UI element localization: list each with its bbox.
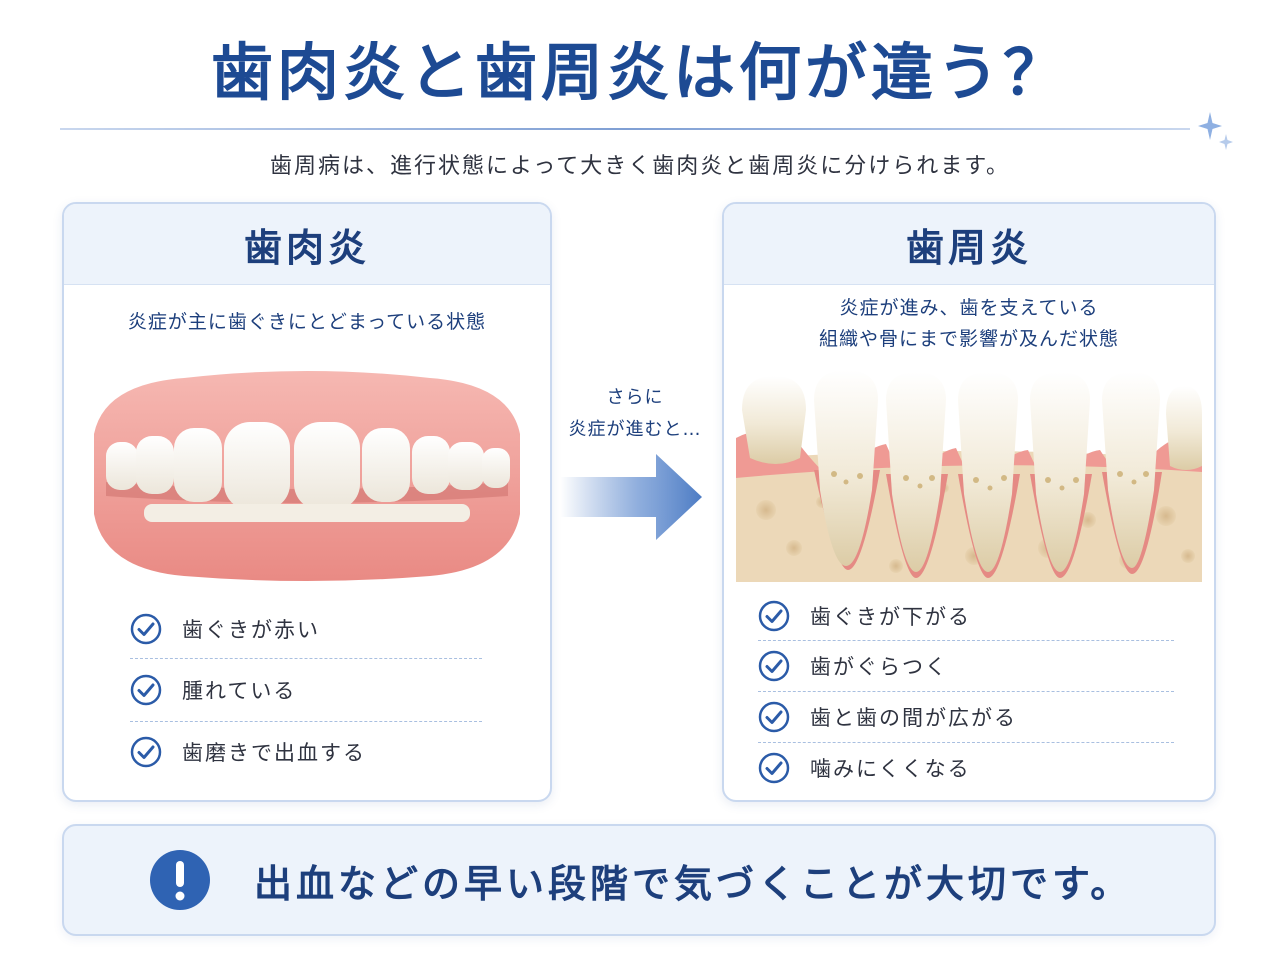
gingivitis-teeth-illustration <box>94 371 520 581</box>
notice-text: 出血などの早い段階で気づくことが大切です。 <box>254 860 1133 906</box>
check-circle-icon <box>130 674 162 706</box>
periodontitis-description: 炎症が進み、歯を支えている 組織や骨にまで影響が及んだ状態 <box>724 293 1214 355</box>
gingivitis-symptom-item: 腫れている <box>130 659 482 722</box>
sparkle-icon <box>1198 112 1233 150</box>
check-circle-icon <box>758 701 790 733</box>
check-circle-icon <box>758 650 790 682</box>
gingivitis-description-line: 炎症が主に歯ぐきにとどまっている状態 <box>127 311 487 333</box>
gingivitis-description: 炎症が主に歯ぐきにとどまっている状態 <box>64 307 550 338</box>
gingivitis-card: 歯肉炎 炎症が主に歯ぐきにとどまっている状態 歯ぐきが赤い <box>62 202 552 802</box>
check-circle-icon <box>130 736 162 768</box>
periodontitis-description-line: 組織や骨にまで影響が及んだ状態 <box>818 328 1119 350</box>
periodontitis-card: 歯周炎 炎症が進み、歯を支えている 組織や骨にまで影響が及んだ状態 <box>722 202 1216 802</box>
periodontitis-symptom-list: 歯ぐきが下がる 歯がぐらつく 歯と歯の間が広がる 噛みにくくなる <box>758 592 1174 793</box>
periodontitis-symptom-item: 歯がぐらつく <box>758 641 1174 692</box>
periodontitis-heading: 歯周炎 <box>724 204 1214 285</box>
symptom-label: 腫れている <box>182 679 297 703</box>
title-divider <box>60 128 1190 130</box>
progression-caption-line: 炎症が進むと… <box>568 419 702 440</box>
periodontitis-teeth-illustration <box>736 370 1202 582</box>
periodontitis-symptom-item: 噛みにくくなる <box>758 743 1174 793</box>
progression-caption-line: さらに <box>606 387 664 408</box>
gingivitis-heading: 歯肉炎 <box>64 204 550 285</box>
check-circle-icon <box>130 613 162 645</box>
symptom-label: 歯と歯の間が広がる <box>810 706 1017 730</box>
periodontitis-description-line: 炎症が進み、歯を支えている <box>839 297 1099 319</box>
symptom-label: 歯がぐらつく <box>810 655 948 679</box>
exclamation-icon <box>150 850 210 910</box>
symptom-label: 歯磨きで出血する <box>182 741 366 765</box>
periodontitis-symptom-item: 歯と歯の間が広がる <box>758 692 1174 743</box>
check-circle-icon <box>758 752 790 784</box>
subtitle: 歯周病は、進行状態によって大きく歯肉炎と歯周炎に分けられます。 <box>269 154 1011 179</box>
symptom-label: 歯ぐきが赤い <box>182 618 320 642</box>
progression-caption: さらに 炎症が進むと… <box>555 382 715 446</box>
symptom-label: 噛みにくくなる <box>810 757 971 781</box>
page-title: 歯肉炎と歯周炎は何が違う？ <box>210 36 1069 109</box>
check-circle-icon <box>758 600 790 632</box>
gingivitis-symptom-item: 歯磨きで出血する <box>130 722 482 782</box>
symptom-label: 歯ぐきが下がる <box>810 605 971 629</box>
right-arrow-icon <box>560 454 702 540</box>
gingivitis-symptom-list: 歯ぐきが赤い 腫れている 歯磨きで出血する <box>130 600 482 782</box>
notice-banner: 出血などの早い段階で気づくことが大切です。 <box>62 824 1216 936</box>
periodontitis-symptom-item: 歯ぐきが下がる <box>758 592 1174 641</box>
gingivitis-symptom-item: 歯ぐきが赤い <box>130 600 482 659</box>
